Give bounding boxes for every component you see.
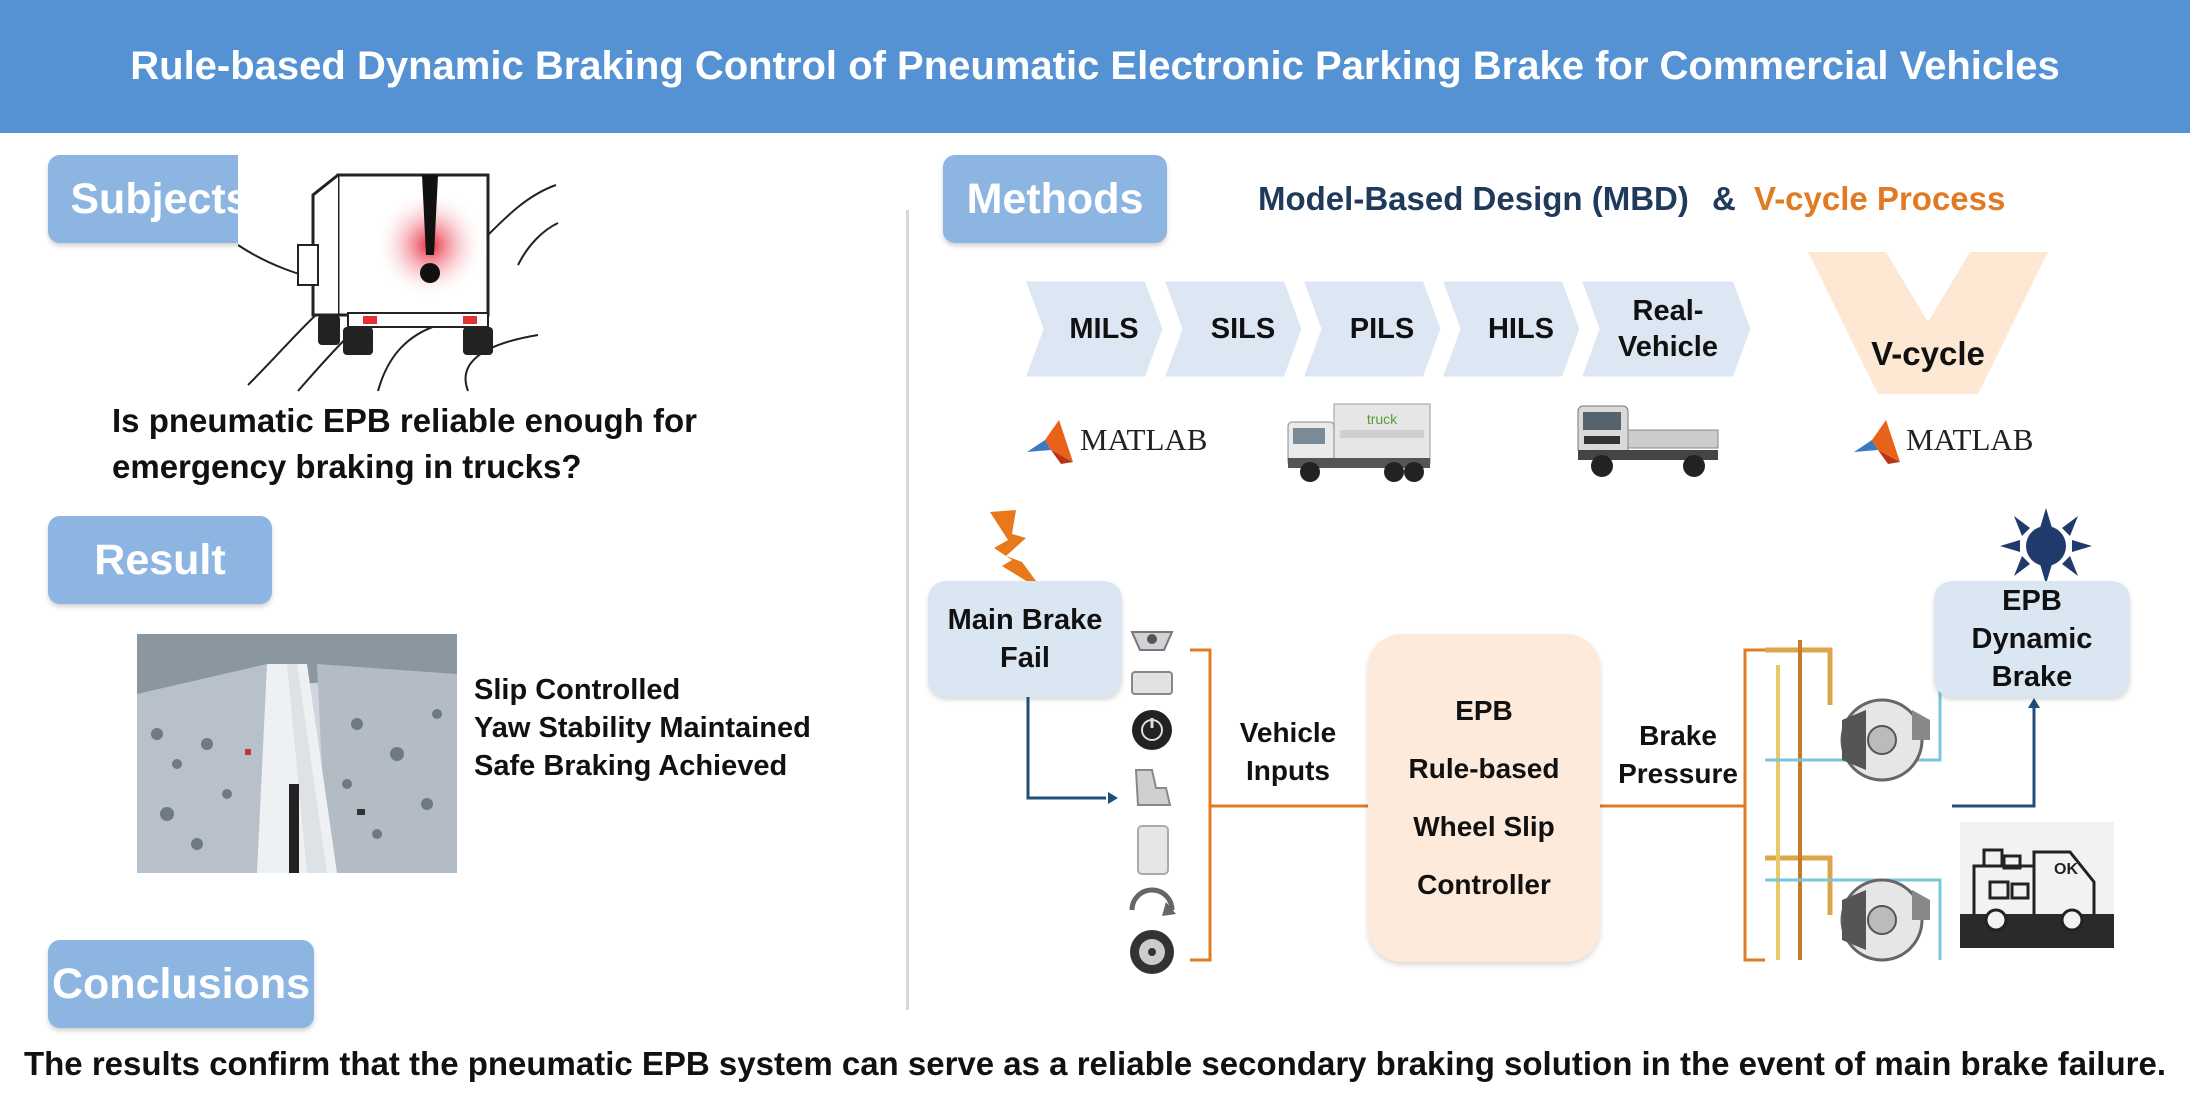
result-heading: Result [48, 516, 272, 604]
chevron-real-vehicle [1577, 278, 1754, 380]
real-vehicle-truck-icon [1577, 405, 1719, 477]
result-line-slip: Slip Controlled [474, 674, 681, 706]
wheel-icon [1130, 930, 1174, 974]
controller-line-epb: EPB [1455, 695, 1513, 726]
chevron-sils [1160, 278, 1305, 380]
steering-sensor-icon [1130, 631, 1174, 651]
matlab-wordmark-1: MATLAB [1080, 422, 1208, 457]
v-cycle-shape [1808, 252, 2048, 394]
brake-pedal-icon [1137, 825, 1169, 875]
vcycle-process-label: V-cycle Process [1754, 180, 2006, 217]
result-line-yaw: Yaw Stability Maintained [474, 712, 811, 744]
subjects-heading: Subjects [48, 155, 272, 243]
matlab-logo-icon [1854, 420, 1900, 464]
vehicle-input-icons [1129, 631, 1176, 974]
result-line-safe: Safe Braking Achieved [474, 750, 788, 782]
header-bar [0, 0, 2190, 133]
chevron-pils [1299, 278, 1444, 380]
truck-logo-text: truck [1367, 411, 1398, 427]
chevron-label-pils: PILS [1349, 313, 1415, 345]
delivery-truck-ok-icon: OK [1960, 822, 2114, 948]
controller-line-wheel-slip: Wheel Slip [1413, 811, 1555, 842]
caliper-top [1840, 698, 1930, 782]
subjects-question-line-2: emergency braking in trucks? [112, 448, 582, 485]
conclusion-text: The results confirm that the pneumatic E… [23, 1045, 2166, 1082]
main-brake-fail-node: Main Brake Fail [928, 581, 1122, 697]
ok-badge: OK [2054, 861, 2078, 878]
lightning-icon [990, 510, 1044, 592]
caliper-bottom [1840, 878, 1930, 962]
module-icon [1131, 671, 1173, 695]
chevron-label-sils: SILS [1210, 313, 1276, 345]
chevron-hils [1438, 278, 1583, 380]
test-track-photo [137, 634, 457, 873]
chevron-process-bar [1024, 278, 1754, 380]
pedal-icon [1134, 769, 1172, 806]
controller-line-controller: Controller [1417, 869, 1551, 900]
sun-icon [2000, 508, 2092, 584]
result-list: Slip Controlled Yaw Stability Maintained… [474, 671, 811, 785]
chevron-label-hils: HILS [1487, 313, 1555, 345]
epb-dynamic-brake-node: EPB Dynamic Brake [1934, 581, 2130, 697]
conclusions-heading: Conclusions [48, 940, 314, 1028]
subjects-question-line-1: Is pneumatic EPB reliable enough for [112, 402, 697, 439]
chevron-label-mils: MILS [1069, 313, 1139, 345]
brake-pressure-label: Brake Pressure [1618, 720, 1738, 789]
mbd-label: Model-Based Design (MBD) [1258, 180, 1689, 217]
v-cycle-label: V-cycle [1871, 335, 1985, 372]
methods-heading: Methods [943, 155, 1167, 243]
rotation-icon [1129, 887, 1176, 916]
controller-line-rule-based: Rule-based [1408, 753, 1560, 784]
matlab-wordmark-2: MATLAB [1906, 422, 2034, 457]
chevron-mils [1024, 278, 1166, 380]
epb-controller-node: EPB Rule-based Wheel Slip Controller [1368, 634, 1600, 962]
subjects-question: Is pneumatic EPB reliable enough for eme… [112, 398, 752, 490]
brake-calipers-icon [1840, 698, 1930, 962]
matlab-logo-icon [1027, 420, 1073, 464]
column-divider [906, 210, 909, 1010]
vehicle-inputs-label: Vehicle Inputs [1239, 717, 1337, 786]
chevron-label-real-vehicle: Real- Vehicle [1618, 295, 1718, 363]
page-title: Rule-based Dynamic Braking Control of Pn… [130, 44, 2060, 88]
power-button-icon [1132, 710, 1172, 750]
truck-sim-icon: truck [1287, 403, 1431, 482]
truck-warning-illustration [238, 135, 560, 393]
ampersand: & [1712, 180, 1736, 217]
